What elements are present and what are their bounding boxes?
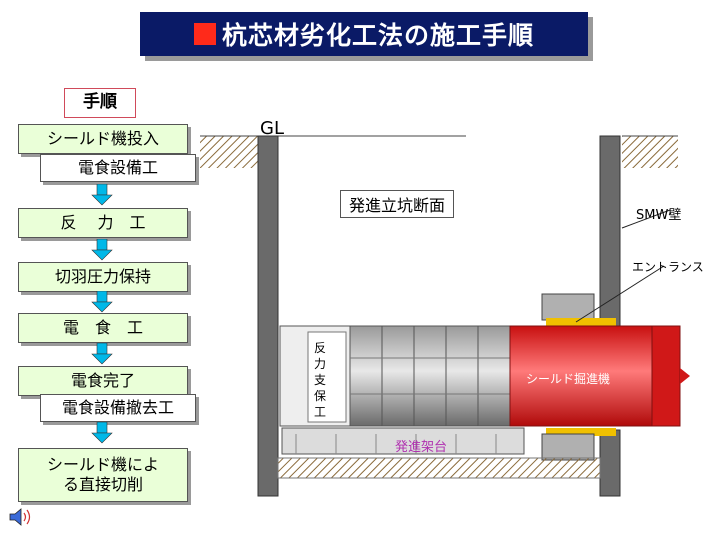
- title-bar: 杭芯材劣化工法の施工手順: [140, 12, 588, 56]
- ground-right: [622, 136, 678, 168]
- entrance-seal-top: [546, 318, 616, 326]
- reaction-char-2: 力: [313, 357, 326, 371]
- step-reaction: 反 力 工: [18, 208, 188, 238]
- step-electrocorrosion: 電 食 工: [18, 313, 188, 343]
- entrance-seal-bottom: [546, 428, 616, 436]
- shield-machine-label: シールド掘進機: [526, 372, 611, 386]
- gl-label: GL: [260, 118, 284, 139]
- down-arrow-icon: [91, 184, 113, 206]
- step-direct-cutting-line1: シールド機によ: [46, 455, 159, 474]
- step-equipment-removal: 電食設備撤去工: [40, 394, 196, 422]
- step-direct-cutting-line2: る直接切削: [62, 475, 143, 494]
- speaker-icon[interactable]: [8, 506, 34, 528]
- shaft-cross-section-diagram: [200, 135, 690, 497]
- reaction-char-3: 支: [313, 373, 326, 387]
- smw-leader-line: [621, 209, 671, 229]
- smw-wall-right-lower: [599, 429, 621, 497]
- smw-wall-left: [257, 135, 279, 497]
- segment-rings: [349, 325, 511, 427]
- entrance-leader-line: [575, 265, 665, 323]
- smw-wall-right: [599, 135, 621, 327]
- reaction-char-1: 反: [313, 341, 326, 355]
- smw-wall-label: SMW壁: [636, 208, 682, 223]
- down-arrow-icon: [91, 343, 113, 365]
- step-face-pressure: 切羽圧力保持: [18, 262, 188, 292]
- entrance-block-bottom: [541, 433, 595, 461]
- step-direct-cutting: シールド機によ る直接切削: [18, 448, 188, 502]
- step-electrocorrosion-complete: 電食完了: [18, 366, 188, 396]
- step-electrocorrosion-setup: 電食設備工: [40, 154, 196, 182]
- reaction-char-4: 保: [313, 389, 326, 403]
- launch-frame-label: 発進架台: [395, 440, 448, 455]
- page-title: 杭芯材劣化工法の施工手順: [221, 21, 534, 50]
- down-arrow-icon: [91, 291, 113, 313]
- step-shield-insert: シールド機投入: [18, 124, 188, 154]
- title-square-icon: [193, 23, 216, 45]
- entrance-label: エントランス: [632, 260, 704, 274]
- shield-cutter-head: [651, 325, 681, 427]
- section-label: 発進立坑断面: [340, 190, 455, 218]
- reaction-support-panel: [307, 331, 347, 423]
- reaction-support-label: 反 力 支 保 工: [309, 340, 331, 420]
- reaction-char-5: 工: [313, 405, 326, 419]
- down-arrow-icon: [91, 422, 113, 444]
- shield-tip: [680, 368, 690, 384]
- down-arrow-icon: [91, 239, 113, 261]
- entrance-block-top: [541, 293, 595, 321]
- shaft-floor: [277, 457, 601, 479]
- ground-left: [200, 136, 260, 168]
- shield-machine: [509, 325, 655, 427]
- launch-frame: [281, 427, 525, 455]
- procedure-header: 手順: [64, 88, 136, 118]
